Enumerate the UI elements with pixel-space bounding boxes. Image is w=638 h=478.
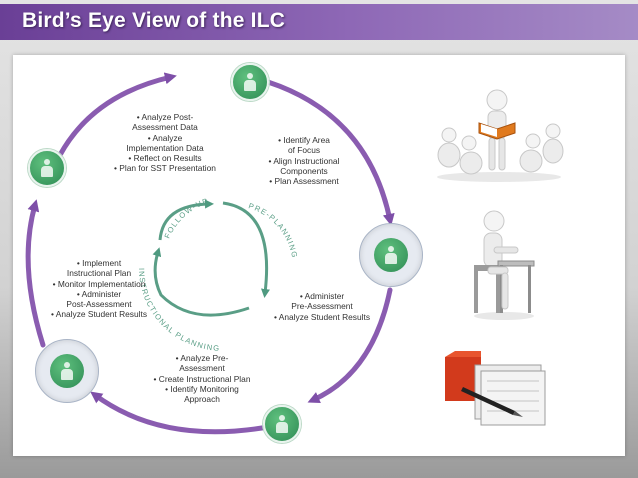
phase-label-pre-planning: PRE-PLANNING — [247, 201, 298, 259]
title-bar: Bird’s Eye View of the ILC — [0, 4, 638, 40]
steps-instructional-planning: • Analyze Pre- Assessment • Create Instr… — [153, 353, 251, 405]
node-bottom — [263, 405, 301, 443]
node-top-left — [28, 149, 66, 187]
student-desk-clipart — [474, 210, 535, 320]
svg-text:PRE-PLANNING: PRE-PLANNING — [247, 201, 299, 259]
inner-arc-right — [222, 201, 270, 298]
arc-right-upper — [265, 79, 395, 226]
inner-arc-top — [158, 199, 214, 241]
arc-bottom — [90, 391, 271, 435]
steps-pre-planning: • Identify Area of Focus • Align Instruc… — [268, 135, 340, 187]
file-folders-clipart — [445, 351, 546, 426]
person-icon — [244, 73, 256, 91]
arc-left — [25, 199, 46, 348]
content-panel: FOLLOW-UP PRE-PLANNING INSTRUCTIONAL PLA… — [13, 55, 625, 456]
steps-implementation: • Implement Instructional Plan • Monitor… — [50, 258, 148, 320]
person-icon — [385, 246, 397, 264]
reading-teacher-clipart — [437, 89, 564, 182]
person-icon — [276, 415, 288, 433]
arc-right-lower — [307, 287, 393, 404]
slide-title: Bird’s Eye View of the ILC — [22, 9, 286, 32]
node-right — [359, 223, 423, 287]
steps-pre-assessment: • Administer Pre-Assessment • Analyze St… — [273, 291, 371, 322]
steps-follow-up: • Analyze Post- Assessment Data • Analyz… — [114, 112, 216, 174]
person-icon — [61, 362, 73, 380]
inner-arc-bottom — [152, 247, 250, 317]
person-icon — [41, 159, 53, 177]
ilc-cycle-diagram: FOLLOW-UP PRE-PLANNING INSTRUCTIONAL PLA… — [25, 72, 395, 435]
node-left — [35, 339, 99, 403]
arc-top — [57, 72, 177, 158]
node-top — [231, 63, 269, 101]
